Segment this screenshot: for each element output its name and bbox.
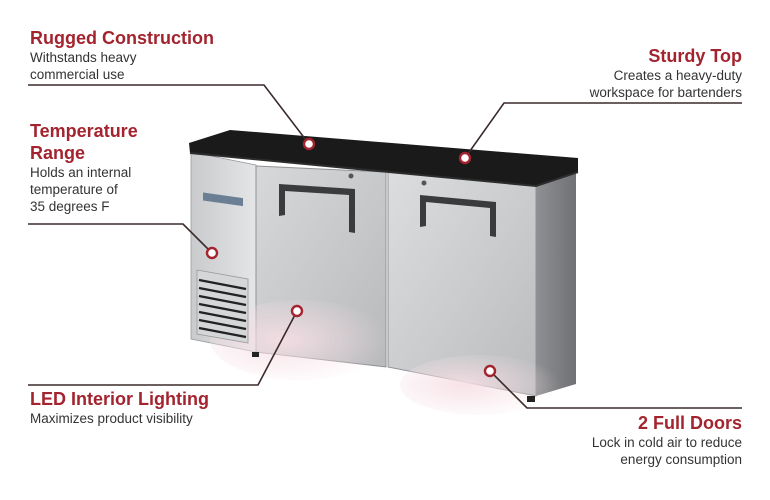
right-door-lock [421, 180, 427, 186]
callout-rugged-construction: Rugged Construction Withstands heavy com… [30, 27, 214, 83]
rugged-title: Rugged Construction [30, 28, 214, 48]
countertop [189, 130, 578, 186]
doors-desc-line2: energy consumption [620, 452, 742, 467]
callout-full-doors: 2 Full Doors Lock in cold air to reduce … [592, 412, 742, 468]
sturdy-desc-line2: workspace for bartenders [589, 85, 742, 100]
marker-temperature [205, 246, 219, 260]
callout-temperature-range: Temperature Range Holds an internal temp… [30, 120, 138, 215]
led-desc: Maximizes product visibility [30, 411, 193, 426]
temperature-title-line1: Temperature [30, 121, 138, 141]
temperature-title-line2: Range [30, 143, 86, 163]
doors-title: 2 Full Doors [637, 413, 742, 433]
marker-rugged [302, 137, 316, 151]
marker-led [290, 304, 304, 318]
doors-desc-line1: Lock in cold air to reduce [591, 435, 742, 450]
temperature-desc-line2: temperature of [30, 182, 118, 197]
left-door-lock [348, 173, 354, 179]
brand-plate [203, 192, 243, 207]
temperature-desc-line3: 35 degrees F [30, 199, 110, 214]
led-title: LED Interior Lighting [30, 389, 209, 409]
temperature-desc-line1: Holds an internal [30, 165, 132, 180]
callout-sturdy-top: Sturdy Top Creates a heavy-duty workspac… [590, 45, 742, 101]
right-side-panel [536, 172, 576, 396]
left-door-handle [279, 184, 355, 233]
sturdy-desc-line1: Creates a heavy-duty [613, 68, 742, 83]
right-door-handle [420, 195, 496, 237]
marker-doors [483, 364, 497, 378]
ventilation-grill [196, 269, 249, 344]
marker-sturdy [458, 151, 472, 165]
rugged-desc-line2: commercial use [30, 67, 125, 82]
callout-led-lighting: LED Interior Lighting Maximizes product … [30, 388, 209, 427]
sturdy-title: Sturdy Top [648, 46, 742, 66]
rugged-desc-line1: Withstands heavy [30, 50, 137, 65]
